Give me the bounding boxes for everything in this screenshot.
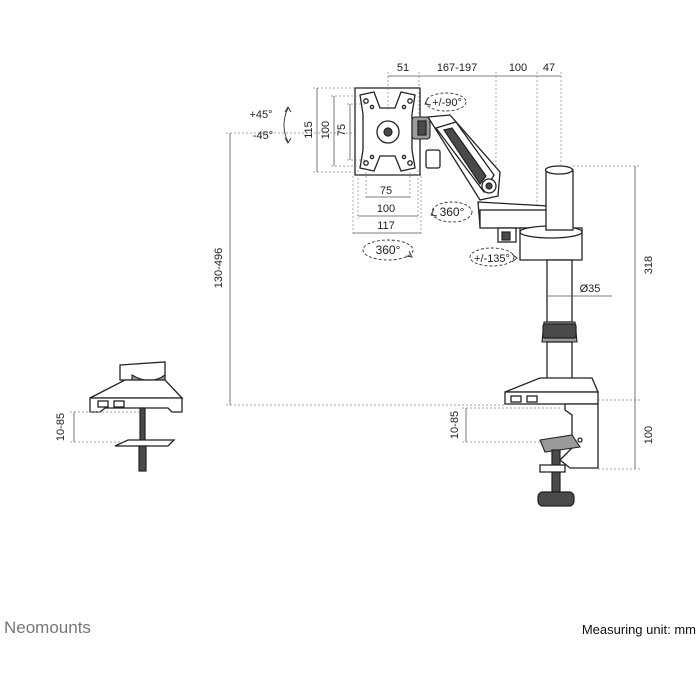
dim-100-vertical: 100 — [320, 121, 332, 139]
plate-rotation-indicator: 360° — [362, 239, 414, 261]
right-clamp-dimension: 10-85 — [449, 407, 560, 443]
pivot-label: +/-135° — [474, 253, 510, 265]
dim-100-base: 100 — [643, 426, 655, 444]
dim-115: 115 — [303, 121, 315, 139]
arm-rotation-indicator: 360° — [430, 201, 473, 223]
dim-167-197: 167-197 — [437, 62, 477, 74]
dim-318: 318 — [643, 256, 655, 274]
lower-arm — [477, 201, 583, 261]
vesa-vertical-dimensions: 115 100 75 — [303, 87, 365, 173]
pole-diameter-dimension: Ø35 — [547, 283, 612, 297]
tilt-indicator: +45° -45° — [249, 106, 292, 144]
dim-100-top: 100 — [509, 62, 527, 74]
tilt-down-label: -45° — [253, 130, 273, 142]
brand-logo-text: Neomounts — [4, 618, 91, 637]
desk-clamp — [504, 377, 599, 507]
dim-10-85-right: 10-85 — [449, 411, 461, 439]
gas-spring-arm — [411, 114, 501, 201]
dim-51: 51 — [397, 62, 409, 74]
pivot-indicator: +/-135° — [469, 247, 518, 267]
vesa-horizontal-dimensions: 75 100 117 — [352, 168, 422, 236]
dim-47: 47 — [543, 62, 555, 74]
tilt-up-label: +45° — [249, 109, 272, 121]
pole-height-dimension: 318 100 — [573, 165, 655, 470]
vesa-plate — [354, 87, 421, 176]
measuring-unit-note: Measuring unit: mm — [581, 622, 696, 637]
dim-35: Ø35 — [580, 283, 601, 295]
swivel-indicator: +/-90° — [424, 92, 467, 112]
plate-rotation-label: 360° — [376, 243, 401, 257]
dim-130-496: 130-496 — [213, 248, 225, 288]
pole — [541, 165, 578, 387]
grommet-clamp-drawing — [89, 361, 184, 472]
top-dimension-chain: 51 167-197 100 47 — [387, 62, 562, 205]
arm-rotation-label: 360° — [440, 205, 465, 219]
dim-117: 117 — [377, 220, 395, 232]
dim-75-horizontal: 75 — [380, 185, 392, 197]
swivel-label: +/-90° — [432, 97, 462, 109]
dim-75-vertical: 75 — [336, 124, 348, 136]
dim-10-85-left: 10-85 — [55, 413, 67, 441]
dim-100-horizontal: 100 — [377, 203, 395, 215]
left-clamp-dimension: 10-85 — [55, 411, 140, 443]
